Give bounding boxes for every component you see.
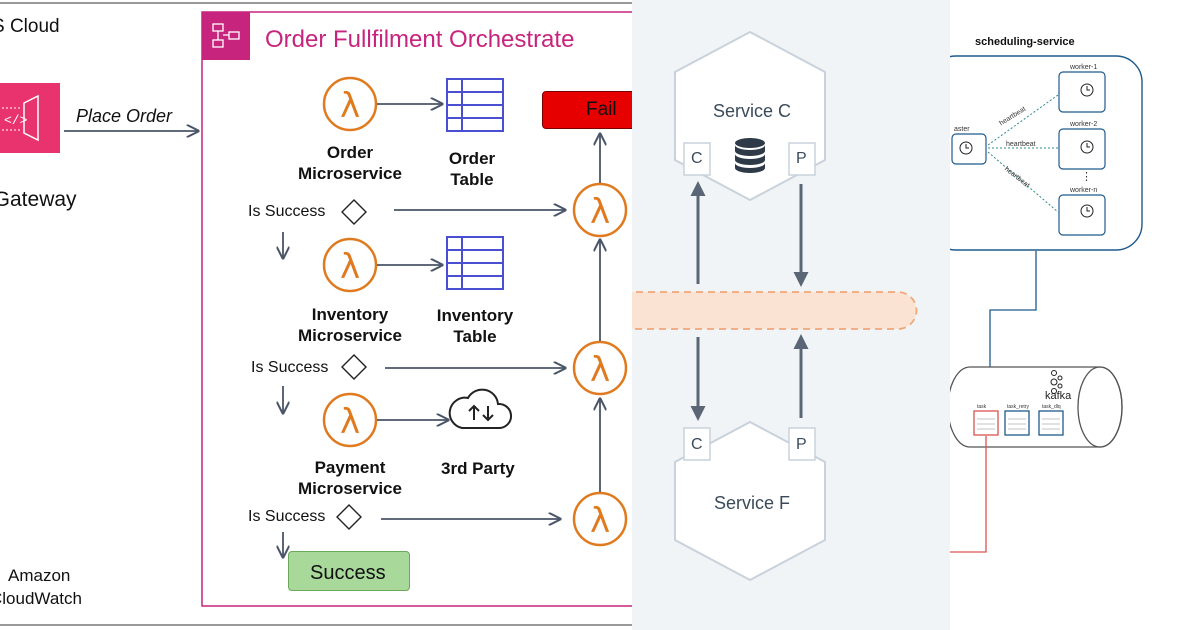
service-c-label: Service C: [713, 101, 792, 121]
worker-1-label: worker-1: [1070, 64, 1098, 71]
service-c-hexagon: [674, 30, 826, 202]
cloud-label: S Cloud: [0, 16, 60, 37]
is-success-label-3: Is Success: [248, 508, 326, 525]
inventory-ms-line2: Microservice: [298, 326, 402, 345]
inventory-table-line1: Inventory: [436, 306, 514, 325]
payment-ms-line1: Payment: [314, 458, 386, 477]
inventory-ms-line1: Inventory: [311, 305, 389, 324]
topic-task-label: task: [977, 404, 987, 410]
api-gateway-icon: </>: [0, 83, 60, 153]
check-lambda-icon-1: λ: [572, 182, 628, 238]
database-icon: [735, 138, 765, 173]
payment-ms-line2: Microservice: [298, 479, 402, 498]
inventory-table-label: Inventory Table: [430, 305, 520, 347]
topic-task-dlq: [1038, 410, 1064, 436]
success-label: Success: [310, 562, 386, 584]
fail-state-box: [542, 91, 632, 129]
inventory-table-icon: [446, 236, 504, 290]
order-table-label: Order Table: [430, 148, 514, 190]
svg-text:λ: λ: [340, 247, 360, 287]
kafka-logo-icon: [1050, 370, 1063, 394]
svg-text:λ: λ: [590, 350, 610, 390]
inventory-table-line2: Table: [453, 327, 497, 346]
payment-lambda-icon: λ: [322, 392, 378, 448]
scheduling-service-title: scheduling-service: [975, 36, 1075, 48]
svg-text:λ: λ: [590, 501, 610, 541]
fail-label: Fail: [586, 99, 617, 120]
kafka-label: kafka: [1045, 390, 1072, 402]
orchestrate-container: [201, 11, 632, 607]
master-label: aster: [954, 126, 970, 133]
service-bus-panel: Service C Service F C P C P: [632, 0, 950, 630]
order-table-line2: Table: [450, 170, 494, 189]
svg-text:</>: </>: [4, 113, 28, 128]
aws-orchestration-panel: </> λ λ λ λ: [0, 2, 632, 626]
success-state-box: [288, 551, 410, 591]
service-c-consumer-label: C: [691, 150, 703, 167]
heartbeat-label-2: heartbeat: [1006, 141, 1036, 148]
order-microservice-label: Order Microservice: [298, 142, 402, 184]
svg-text:λ: λ: [590, 192, 610, 232]
service-f-label: Service F: [714, 493, 791, 513]
api-gateway-label: I Gateway: [0, 188, 77, 211]
order-table-icon: [446, 78, 504, 132]
workers-ellipsis: ⋮: [1081, 171, 1092, 183]
scheduler-to-kafka-line: [986, 251, 1037, 408]
worker-clock-icons: [1080, 83, 1094, 218]
service-f-hexagon: [674, 420, 826, 582]
inventory-lambda-icon: λ: [322, 237, 378, 293]
cloudwatch-label-line1: Amazon: [8, 566, 71, 585]
service-f-producer-label: P: [796, 436, 807, 453]
topic-task-retry-label: task_retry: [1007, 404, 1029, 410]
service-bus-graphics: [632, 30, 918, 582]
order-ms-line1: Order: [326, 143, 374, 162]
heartbeat-lines: [987, 94, 1059, 213]
task-return-line: [950, 436, 987, 553]
third-party-label: 3rd Party: [441, 459, 515, 478]
aws-diagram-graphics: </> λ λ λ λ: [0, 2, 632, 626]
check-lambda-icon-2: λ: [572, 340, 628, 396]
topic-task-dlq-label: task_dlq: [1042, 404, 1061, 410]
svg-text:λ: λ: [340, 402, 360, 442]
place-order-label: Place Order: [76, 106, 173, 126]
order-table-line1: Order: [448, 149, 496, 168]
service-f-consumer-label: C: [691, 436, 703, 453]
cloudwatch-label-line2: CloudWatch: [0, 589, 82, 608]
decision-diamond-2: [341, 354, 367, 380]
inventory-microservice-label: Inventory Microservice: [292, 304, 408, 346]
message-bus: [632, 291, 918, 330]
order-ms-line2: Microservice: [298, 164, 402, 183]
decision-diamond-1: [341, 199, 367, 225]
check-lambda-icon-3: λ: [572, 491, 628, 547]
scheduling-service-panel: scheduling-service aster worker-1 worker…: [950, 0, 1200, 630]
payment-microservice-label: Payment Microservice: [292, 457, 408, 499]
service-c-producer-label: P: [796, 150, 807, 167]
worker-2-label: worker-2: [1070, 121, 1098, 128]
order-lambda-icon: λ: [322, 76, 378, 132]
service-f-consumer-port: [683, 427, 711, 461]
service-c-producer-port: [788, 142, 816, 176]
topic-task-retry: [1004, 410, 1030, 436]
master-node: [951, 133, 987, 165]
topic-task: [973, 410, 999, 436]
decision-diamond-3: [336, 504, 362, 530]
master-clock-icon: [959, 141, 973, 155]
is-success-label-2: Is Success: [251, 359, 329, 376]
worker-2-node: [1058, 128, 1106, 170]
worker-1-node: [1058, 71, 1106, 113]
is-success-label-1: Is Success: [248, 203, 326, 220]
third-party-cloud-icon: [448, 388, 512, 429]
scheduling-graphics: [950, 55, 1143, 553]
service-c-consumer-port: [683, 142, 711, 176]
orchestrate-title: Order Fullfilment Orchestrate: [265, 26, 575, 53]
step-functions-icon: [202, 12, 250, 60]
svg-text:λ: λ: [340, 86, 360, 126]
service-f-producer-port: [788, 427, 816, 461]
worker-n-label: worker-n: [1070, 187, 1098, 194]
